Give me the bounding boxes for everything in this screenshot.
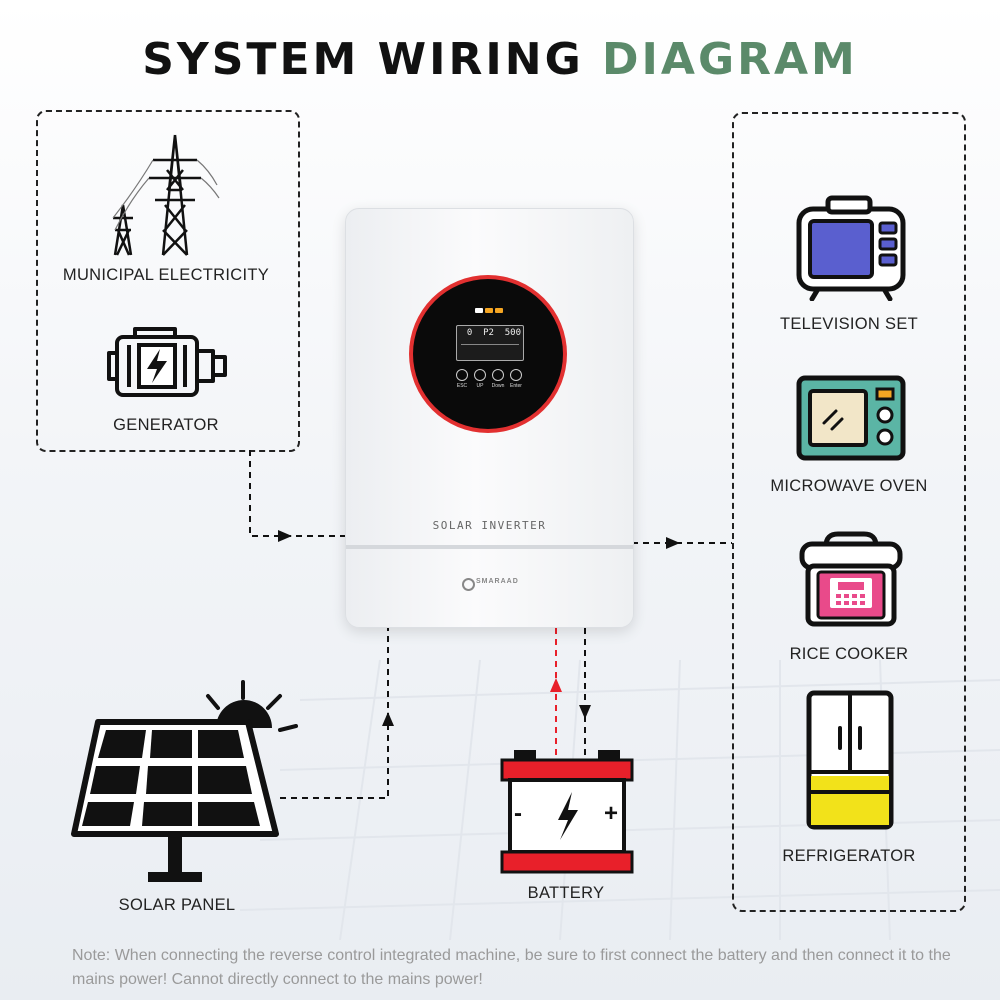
rice-cooker-icon [799,531,903,627]
generator-label: GENERATOR [113,416,219,434]
title-main: SYSTEM WIRING [142,34,584,85]
microwave-icon [796,375,906,461]
television-label: TELEVISION SET [779,315,919,333]
battery-minus: - [514,800,522,827]
loads-box [732,112,966,912]
microwave-label: MICROWAVE OVEN [770,477,928,495]
arrow-battery-up [550,678,562,692]
refrigerator-label: REFRIGERATOR [782,847,916,865]
battery-label: BATTERY [527,884,605,902]
solar-to-inverter-line [280,628,389,799]
generator-icon [107,327,227,397]
esc-button[interactable]: ESC [454,369,470,389]
note-text: Note: When connecting the reverse contro… [72,947,951,988]
solar-inverter: 0 P2 500 ESC UP Down Enter SOLAR INVERTE… [345,208,634,628]
inverter-label: SOLAR INVERTER [432,519,547,532]
brand-logo: SMARAAD [462,577,552,591]
inverter-divider [346,545,633,549]
lcd-screen: 0 P2 500 [456,325,524,361]
enter-button[interactable]: Enter [508,369,524,389]
down-button[interactable]: Down [490,369,506,389]
brand-logo-icon [462,578,475,591]
arrow-to-inverter [278,530,292,542]
sources-box [36,110,300,452]
brand-name: SMARAAD [476,578,519,585]
title-accent: DIAGRAM [602,34,858,85]
solar-panel-label: SOLAR PANEL [118,896,236,914]
rice-cooker-label: RICE COOKER [789,645,909,663]
power-tower-icon [112,134,220,256]
lcd-readout: 0 P2 500 [466,328,521,338]
sun-icon [190,680,298,732]
battery-icon [500,750,634,874]
arrow-battery-down [579,705,591,719]
arrow-to-loads [666,537,680,549]
municipal-electricity-label: MUNICIPAL ELECTRICITY [62,266,270,284]
solar-panel-icon [71,680,298,882]
status-leds [475,308,505,315]
grid-to-inverter-line [249,450,345,537]
inverter-buttons: ESC UP Down Enter [454,369,526,399]
up-button[interactable]: UP [472,369,488,389]
arrow-solar-up [382,712,394,726]
battery-plus: + [604,800,619,827]
refrigerator-icon [806,690,894,830]
television-icon [796,195,906,301]
page-title: SYSTEM WIRING DIAGRAM [0,34,1000,85]
